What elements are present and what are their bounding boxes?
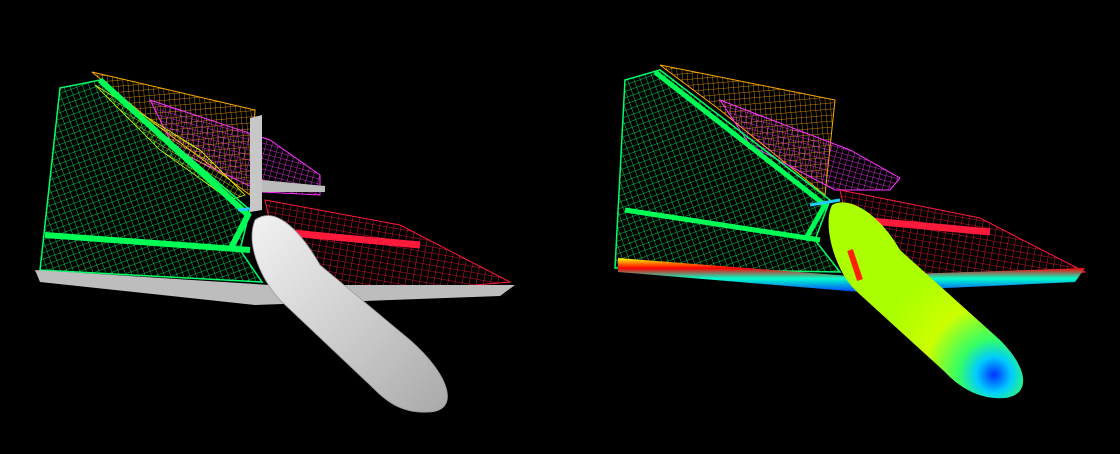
fuselage-contour: [828, 202, 1024, 399]
wing-root-contour: [847, 249, 863, 281]
fuselage-gray: [251, 215, 448, 413]
tailplane-stub-gray: [262, 180, 325, 192]
vertical-fin-gray: [250, 115, 262, 212]
junction-cyan: [809, 198, 841, 207]
aircraft-render-gray: [35, 71, 515, 413]
wing-leading-edge-contour: [618, 258, 1085, 292]
wing-band-green: [44, 232, 251, 253]
left-render-svg: [35, 71, 515, 413]
wing-band-green: [624, 207, 821, 243]
right-render-svg: [614, 64, 1087, 399]
aircraft-render-contour: [560, 0, 1120, 454]
wing-edge-green: [97, 77, 252, 252]
wing-edge-green: [653, 70, 829, 242]
wing-band-red: [859, 216, 991, 236]
wing-band-red: [279, 228, 421, 249]
